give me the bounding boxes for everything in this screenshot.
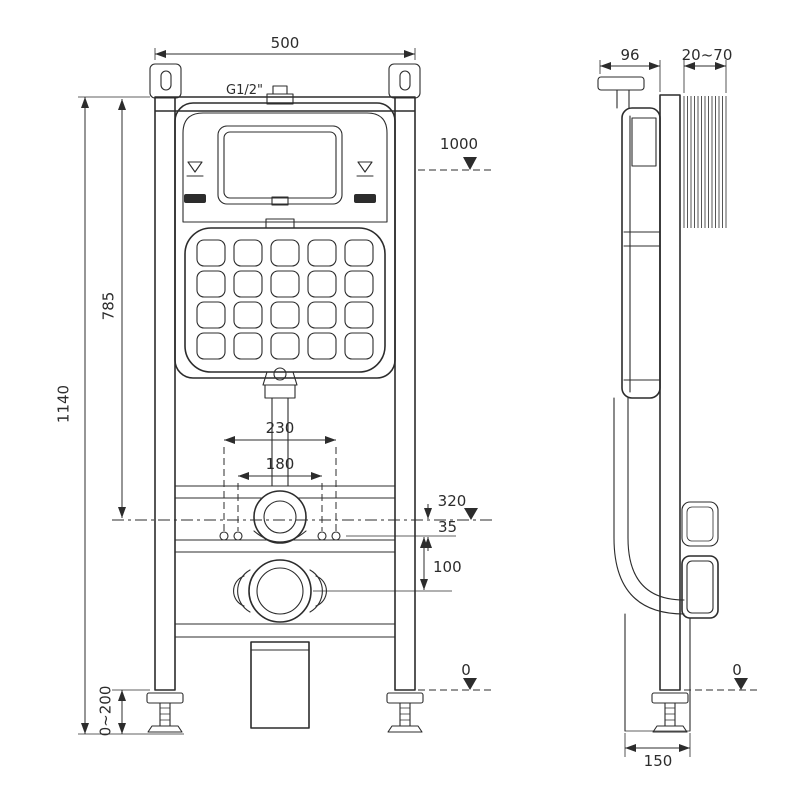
width-500-label: 500 [271, 34, 300, 52]
flush-pipe-side [613, 397, 685, 615]
frame-rail-side [659, 94, 681, 691]
thread-size-label: G1/2" [226, 83, 263, 98]
mounting-tabs [149, 63, 421, 99]
level-marker-0-front: 0 [418, 661, 492, 691]
inlet-connector-circle [253, 490, 307, 544]
foot-side [651, 692, 689, 733]
water-level-mark-right [354, 161, 376, 203]
dimension-foot-range: 0~200 [97, 686, 150, 737]
depth-150-label: 150 [644, 752, 673, 770]
level-marker-320: 320 [438, 492, 478, 520]
wall-adjust-hatch [683, 96, 727, 228]
front-view: G1/2" [55, 34, 492, 737]
level-0-side-label: 0 [732, 661, 742, 679]
dimension-depth-96: 96 [599, 46, 661, 92]
level-marker-1000: 1000 [418, 135, 492, 171]
foot-right [386, 692, 424, 733]
inlet-fitting [266, 85, 294, 105]
level-1000-label: 1000 [440, 135, 478, 153]
water-level-mark-left [184, 161, 206, 203]
level-marker-0-side: 0 [684, 661, 758, 691]
panel-outlet-funnel [262, 367, 298, 386]
waste-outlet-circle [233, 559, 327, 623]
level-0-front-label: 0 [461, 661, 471, 679]
access-panel [184, 218, 386, 386]
level-320-label: 320 [438, 492, 467, 510]
dimension-span-230: 230 [223, 419, 337, 531]
frame-rails [154, 96, 416, 691]
offset-100-label: 100 [433, 558, 462, 576]
dimension-offset-35: 35 [346, 504, 457, 551]
offset-35-label: 35 [438, 518, 457, 536]
foot-left [146, 692, 184, 733]
side-view: 96 20~70 150 0 [597, 46, 758, 770]
wall-range-label: 20~70 [682, 46, 733, 64]
dimension-width-500: 500 [154, 34, 416, 60]
flush-actuator [597, 76, 645, 109]
span-180-label: 180 [266, 455, 295, 473]
panel-grid [196, 239, 374, 360]
dimension-span-180: 180 [237, 455, 323, 531]
waste-pipe-front [250, 641, 310, 729]
height-785-label: 785 [100, 292, 118, 321]
dimension-offset-100: 100 [313, 537, 462, 592]
foot-range-label: 0~200 [97, 686, 115, 737]
depth-96-label: 96 [620, 46, 639, 64]
fixing-studs [219, 531, 341, 541]
wall-bracket-side [681, 501, 719, 547]
dimension-height-785: 785 [100, 99, 126, 518]
dimension-height-1140: 1140 [55, 96, 184, 735]
height-1140-label: 1140 [55, 385, 73, 423]
waste-pipe-side [624, 613, 691, 732]
cistern-side [621, 107, 661, 399]
waste-outlet-side [681, 555, 719, 619]
dimension-depth-150: 150 [624, 733, 691, 770]
dimension-wall-range: 20~70 [682, 46, 733, 93]
span-230-label: 230 [266, 419, 295, 437]
